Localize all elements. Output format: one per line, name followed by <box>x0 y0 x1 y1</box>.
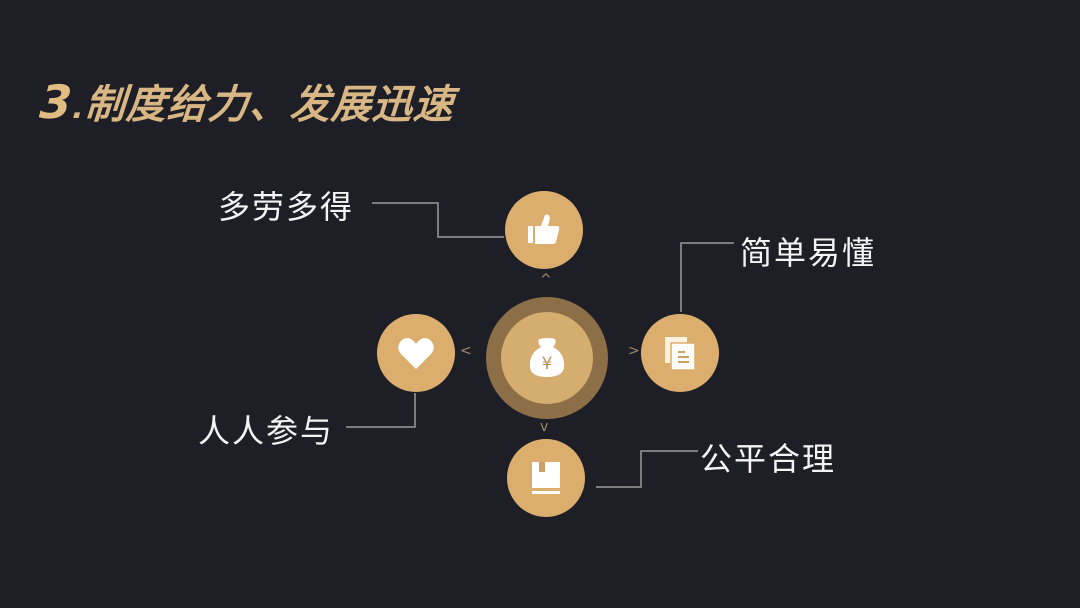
heart-icon <box>398 338 434 369</box>
money-bag-yen-icon: ¥ <box>529 338 565 377</box>
label-right: 简单易懂 <box>740 234 877 272</box>
node-left <box>377 314 455 392</box>
chevron-up-icon: ^ <box>540 272 552 288</box>
svg-text:¥: ¥ <box>542 354 553 374</box>
book-icon <box>532 462 560 494</box>
chevron-right-icon: > <box>628 343 640 359</box>
label-bottom: 公平合理 <box>700 440 837 478</box>
chevron-left-icon: < <box>460 343 472 359</box>
node-top <box>505 191 583 269</box>
connector-bottom <box>596 450 698 488</box>
connector-left <box>346 393 416 428</box>
label-top: 多劳多得 <box>218 188 355 226</box>
connector-top <box>372 202 504 238</box>
node-bottom <box>507 439 585 517</box>
node-right <box>641 314 719 392</box>
documents-icon <box>665 337 696 371</box>
connector-right <box>680 242 734 312</box>
label-left: 人人参与 <box>198 412 335 450</box>
thumbs-up-icon <box>528 214 560 244</box>
center-node-inner: ¥ <box>501 312 593 404</box>
chevron-down-icon: v <box>540 419 549 435</box>
center-node: ¥ <box>486 297 608 419</box>
